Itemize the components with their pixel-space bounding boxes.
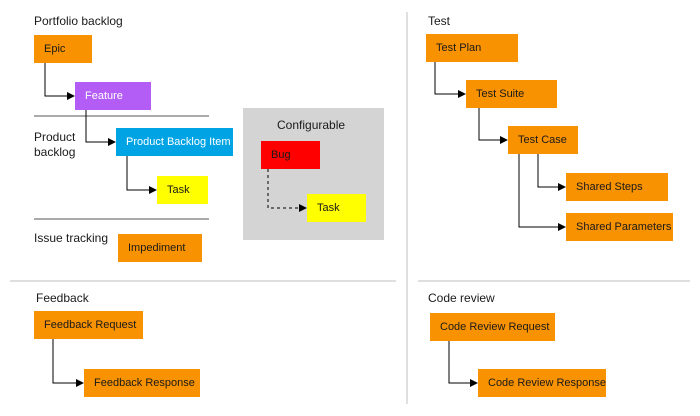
test-label: Test — [428, 14, 451, 28]
test-plan-to-suite-arrow — [434, 62, 466, 98]
test-suite-box: Test Suite — [466, 80, 557, 108]
product-backlog-label-line1: Product — [34, 130, 76, 144]
test-case-to-shared-steps-arrow — [537, 154, 566, 191]
code-review-request-to-response-arrow — [448, 341, 478, 387]
feedback-request-box: Feedback Request — [34, 311, 143, 339]
feedback-label: Feedback — [36, 291, 89, 305]
issue-tracking-label: Issue tracking — [34, 231, 109, 245]
shared-steps-box: Shared Steps — [566, 173, 668, 201]
feedback-response-box: Feedback Response — [84, 369, 200, 397]
test-case-box: Test Case — [508, 126, 578, 154]
bug-to-task-arrow — [267, 169, 307, 212]
bug-box: Bug — [261, 141, 320, 169]
shared-parameters-box: Shared Parameters — [566, 213, 673, 241]
code-review-label: Code review — [428, 291, 495, 305]
epic-box: Epic — [34, 35, 92, 63]
product-backlog-label-line2: backlog — [34, 145, 76, 159]
feature-box: Feature — [75, 82, 151, 110]
code-review-request-box: Code Review Request — [430, 313, 555, 341]
feedback-request-to-response-arrow — [52, 339, 84, 387]
test-suite-to-case-arrow — [478, 108, 508, 144]
epic-to-feature-arrow — [44, 63, 75, 100]
impediment-box: Impediment — [118, 234, 202, 262]
test-case-to-shared-parameters-arrow — [518, 154, 566, 231]
test-plan-box: Test Plan — [426, 34, 518, 62]
portfolio-backlog-label: Portfolio backlog — [34, 14, 123, 28]
configurable-label: Configurable — [277, 118, 346, 132]
feature-to-pbi-arrow — [85, 110, 116, 146]
configurable-task-box: Task — [307, 194, 366, 222]
product-backlog-item-box: Product Backlog Item — [116, 128, 233, 156]
task-box: Task — [157, 176, 208, 204]
code-review-response-box: Code Review Response — [478, 369, 606, 397]
pbi-to-task-arrow — [126, 156, 157, 194]
